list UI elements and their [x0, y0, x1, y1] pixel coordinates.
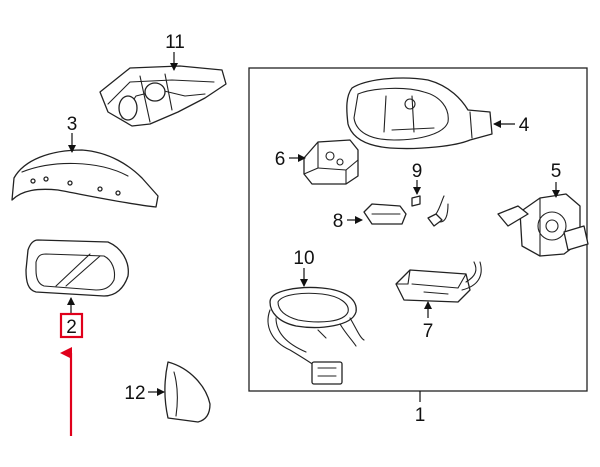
- part-6-motor: [303, 139, 359, 185]
- part-7-lamp-assembly: [395, 261, 482, 303]
- part-9-screw: [411, 195, 421, 207]
- callout-5[interactable]: 5: [551, 161, 562, 182]
- callout-12[interactable]: 12: [124, 383, 145, 404]
- callout-7[interactable]: 7: [423, 321, 434, 342]
- callout-4[interactable]: 4: [519, 115, 530, 136]
- part-11-mirror-bracket: [99, 65, 227, 127]
- callout-2[interactable]: 2: [66, 317, 77, 338]
- callout-2-highlight-box: [59, 312, 84, 339]
- part-10-harness: [267, 286, 365, 385]
- callout-11[interactable]: 11: [165, 32, 185, 53]
- callout-8[interactable]: 8: [333, 211, 344, 232]
- callout-6[interactable]: 6: [275, 149, 286, 170]
- part-4-mirror-housing: [346, 77, 493, 150]
- part-2-mirror-glass: [25, 239, 129, 297]
- callout-10[interactable]: 10: [293, 248, 314, 269]
- callout-1[interactable]: 1: [415, 405, 426, 426]
- part-5-fold-motor: [497, 193, 589, 257]
- callout-3[interactable]: 3: [67, 114, 78, 135]
- assembly-box: [248, 67, 588, 392]
- callout-9[interactable]: 9: [412, 161, 423, 182]
- part-12-cap: [164, 361, 211, 423]
- part-8-lamp: [363, 195, 449, 227]
- part-3-lower-cover: [11, 149, 159, 208]
